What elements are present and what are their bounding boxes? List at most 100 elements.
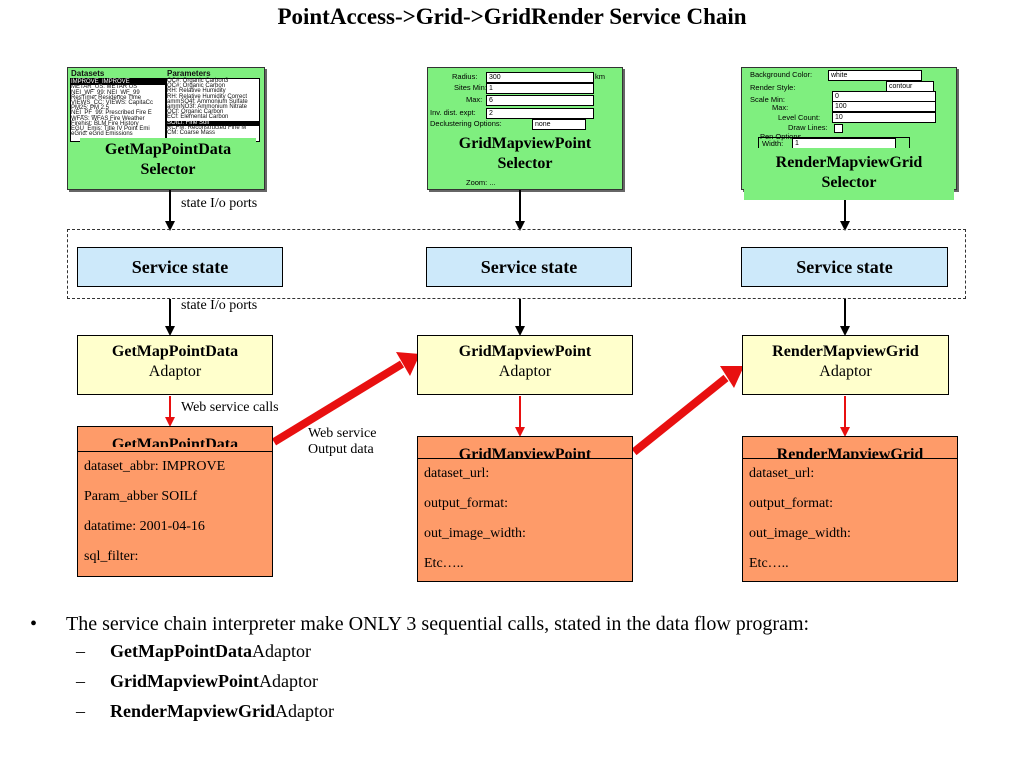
bullet-sub-item: – RenderMapviewGridAdaptor [30, 696, 990, 726]
gridmapviewpoint-service-params: dataset_url: output_format: out_image_wi… [417, 458, 633, 582]
radius-label: Radius: [452, 72, 478, 81]
selector-title: GetMapPointData [104, 141, 232, 158]
draw-lines-label: Draw Lines: [788, 123, 828, 132]
parameter-item[interactable]: ECf: Elemental Carbon [167, 114, 229, 121]
output-data-arrowhead [396, 352, 420, 376]
output-data-arrow [271, 360, 405, 446]
service-param: output_format: [424, 496, 508, 511]
bullet-sub-plain: Adaptor [259, 671, 318, 691]
rendermapviewgrid-selector-panel[interactable]: Background Color: white Render Style: co… [741, 67, 957, 200]
parameter-item[interactable]: CM: Coarse Mass [167, 130, 216, 137]
gridmapviewpoint-selector-panel[interactable]: Radius: 300 km Sites Min: 1 Max: 6 Inv. … [427, 67, 623, 190]
service-title: GetMapPointData [111, 436, 239, 447]
state-ports-label-top: state I/o ports [181, 196, 258, 211]
web-service-calls-label: Web service calls [181, 400, 279, 415]
selector-label: RenderMapviewGrid Selector [744, 148, 954, 200]
bullet-sub-item: – GridMapviewPointAdaptor [30, 666, 990, 696]
service-state-box-2[interactable]: Service state [426, 247, 632, 287]
getmappointdata-selector-panel[interactable]: Datasets Parameters IMPROVE_IMPROVE META… [67, 67, 265, 190]
declustering-select[interactable]: none [532, 119, 586, 130]
selector-title: GridMapviewPoint [458, 135, 592, 152]
rendermapviewgrid-adaptor[interactable]: RenderMapviewGrid Adaptor [742, 335, 949, 395]
adaptor-name: RenderMapviewGrid [772, 343, 919, 360]
service-param: out_image_width: [424, 526, 526, 541]
scale-max-label: Max: [772, 103, 789, 112]
service-state-box-1[interactable]: Service state [77, 247, 283, 287]
selector-screenshot-image: Datasets Parameters IMPROVE_IMPROVE META… [68, 68, 264, 189]
selector-title: RenderMapviewGrid [775, 154, 923, 171]
selector-subtitle: Selector [821, 174, 877, 191]
selector-label: GetMapPointData Selector [80, 138, 256, 184]
level-count-input[interactable]: 10 [832, 112, 936, 123]
parameter-item[interactable]: SOILf: Fine Soil [167, 120, 259, 126]
service-param: dataset_url: [749, 466, 815, 481]
parameter-item[interactable]: OC#: Organic Carbon [167, 83, 226, 90]
dataset-item[interactable]: WFAS: WFAS Fire Weather [71, 115, 145, 122]
datasets-list[interactable]: IMPROVE_IMPROVE METAR_US: METAR US NEI_W… [70, 78, 166, 142]
parameter-item[interactable]: ammSO4f: Ammonium Sulfate [167, 98, 248, 105]
selector-subtitle: Selector [497, 155, 553, 172]
parameter-item[interactable]: OCf: Organic Carbon [167, 109, 224, 116]
adaptor-suffix: Adaptor [819, 363, 872, 380]
service-param: dataset_abbr: IMPROVE [84, 459, 226, 474]
bullet-sub-item: – GetMapPointDataAdaptor [30, 636, 990, 666]
service-param: out_image_width: [749, 526, 851, 541]
bullet-sub-bold: RenderMapviewGrid [110, 701, 275, 721]
background-color-input[interactable]: white [828, 70, 922, 81]
web-service-output-line2: Output data [308, 442, 374, 457]
max-input[interactable]: 6 [486, 95, 594, 106]
dash-icon: – [76, 671, 85, 691]
pen-options-label: Pen Options [760, 132, 802, 141]
dataset-item[interactable]: EGU_Emis: Title IV Point Emi [71, 126, 150, 133]
dataset-item[interactable]: PM25: PM 2.5 [71, 105, 110, 112]
bullet-sub-plain: Adaptor [274, 701, 334, 721]
level-count-label: Level Count: [778, 113, 821, 122]
dash-icon: – [76, 701, 85, 721]
dataset-item[interactable]: NEI_PF_99: Prescribed Fire E [71, 110, 152, 117]
dataset-item[interactable]: VIEWS_CC: VIEWS: CapitaCc [71, 100, 154, 107]
selector-screenshot-image: Background Color: white Render Style: co… [742, 68, 956, 189]
bullet-list: • The service chain interpreter make ONL… [30, 612, 990, 726]
service-param: sql_filter: [84, 549, 139, 564]
scale-min-label: Scale Min: [750, 95, 786, 104]
parameter-item[interactable]: RCFM: Reconstructed Fine M [167, 124, 247, 131]
rendermapviewgrid-service-params: dataset_url: output_format: out_image_wi… [742, 458, 958, 582]
scale-max-input[interactable]: 100 [832, 101, 936, 112]
gridmapviewpoint-adaptor[interactable]: GridMapviewPoint Adaptor [417, 335, 633, 395]
dataset-item[interactable]: NEI_WF_99: NEI_WF_99 [71, 89, 140, 96]
declustering-label: Declustering Options: [430, 119, 502, 128]
zoom-label: Zoom: ... [466, 178, 496, 187]
getmappointdata-adaptor[interactable]: GetMapPointData Adaptor [77, 335, 273, 395]
selector-screenshot-image: Radius: 300 km Sites Min: 1 Max: 6 Inv. … [428, 68, 622, 189]
getmappointdata-service-params: dataset_abbr: IMPROVE Param_abber SOILf … [77, 451, 273, 577]
parameters-header: Parameters [167, 69, 211, 78]
parameter-item[interactable]: OC#: Organic Carbon3 [167, 78, 229, 84]
draw-lines-checkbox[interactable] [834, 124, 843, 133]
dataset-item[interactable]: METAR_US: METAR US [71, 84, 138, 91]
bullet-sub-bold: GridMapviewPoint [110, 671, 259, 691]
dataset-item[interactable]: Firehist: BLM Fire History [71, 120, 139, 127]
inv-dist-input[interactable]: 2 [486, 108, 594, 119]
parameter-item[interactable]: RH: Relative Humidity Correct [167, 93, 248, 100]
output-data-arrowhead [720, 366, 744, 388]
radius-input[interactable]: 300 [486, 72, 594, 83]
parameter-item[interactable]: RH: Relative Humidity [167, 88, 226, 95]
service-param: output_format: [749, 496, 833, 511]
max-label: Max: [466, 95, 483, 104]
service-title: GridMapviewPoint [458, 446, 592, 458]
adaptor-name: GridMapviewPoint [458, 343, 592, 360]
service-param: Etc….. [749, 556, 789, 571]
dataset-item[interactable]: ResTime: Residence Time [71, 94, 142, 101]
service-param: dataset_url: [424, 466, 490, 481]
selector-subtitle: Selector [140, 161, 196, 178]
render-style-label: Render Style: [750, 83, 796, 92]
bullet-main: • The service chain interpreter make ONL… [30, 612, 990, 636]
sites-min-input[interactable]: 1 [486, 83, 594, 94]
dataset-item[interactable]: eGrid: eGrid Emissions [71, 131, 133, 138]
service-title: RenderMapviewGrid [776, 446, 924, 458]
service-state-box-3[interactable]: Service state [741, 247, 948, 287]
parameters-list[interactable]: OC#: Organic Carbon3 OC#: Organic Carbon… [166, 78, 260, 142]
parameter-item[interactable]: ammNO3f: Ammonium Nitrate [167, 104, 248, 111]
dataset-item[interactable]: IMPROVE_IMPROVE [71, 79, 165, 86]
